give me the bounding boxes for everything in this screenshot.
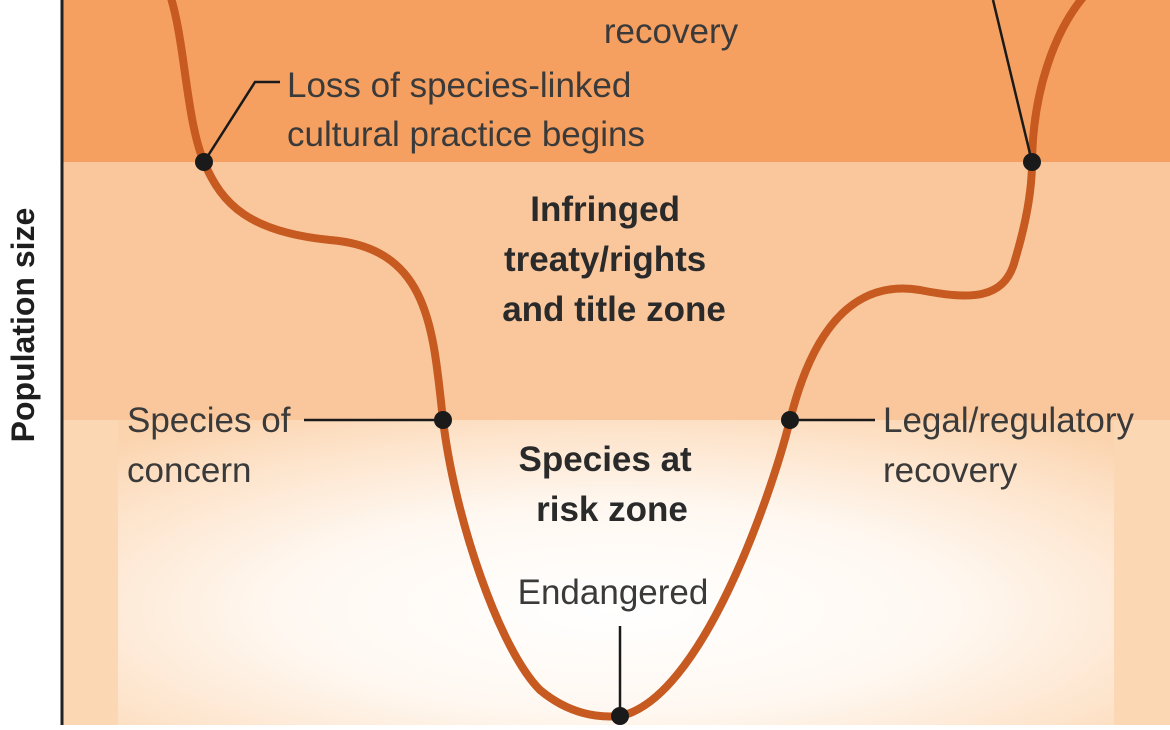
top-right-leader — [991, 0, 1034, 163]
endangered-label: Endangered — [518, 573, 709, 612]
marker-species-of-concern — [434, 411, 452, 429]
marker-legal-recovery — [781, 411, 799, 429]
y-axis-label: Population size — [5, 208, 41, 443]
at-risk-zone-title: Species at risk zone — [519, 440, 702, 529]
risk-zone-band — [118, 420, 1114, 725]
species-of-concern-label: Species of concern — [127, 401, 300, 490]
top-zone-band — [62, 0, 1170, 162]
legal-recovery-label: Legal/regulatory recovery — [883, 401, 1144, 490]
marker-loss-of-practice — [195, 153, 213, 171]
marker-top-right — [1023, 153, 1041, 171]
top-recovery-label: recovery — [604, 12, 739, 51]
loss-of-practice-leader — [202, 80, 280, 163]
infringed-zone-title: Infringed treaty/rights and title zone — [502, 190, 726, 329]
marker-endangered — [611, 707, 629, 725]
loss-of-practice-label: Loss of species-linked cultural practice… — [287, 66, 645, 154]
